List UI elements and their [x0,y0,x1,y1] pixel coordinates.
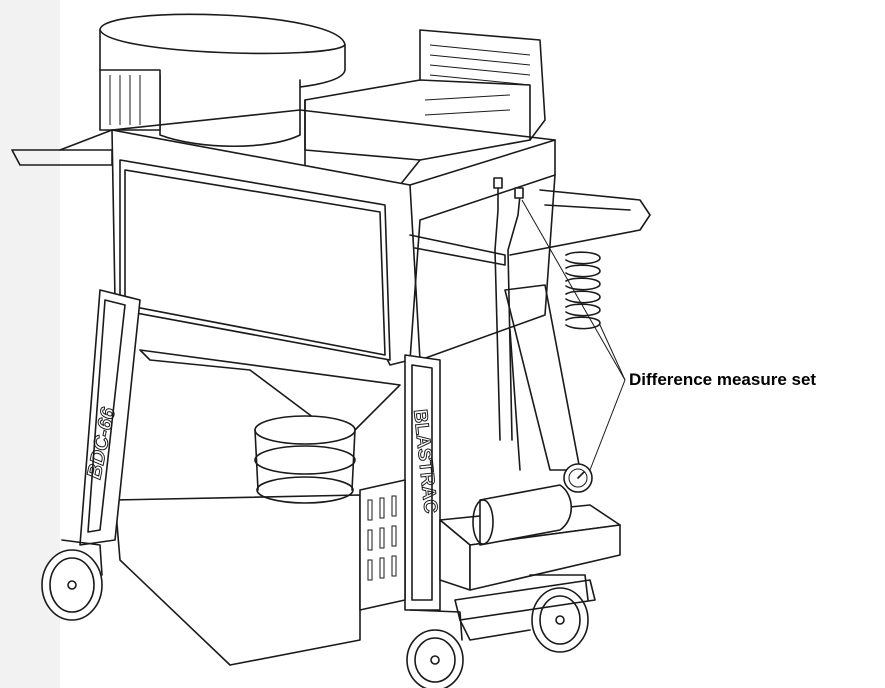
motor-tray [439,484,621,591]
main-body [111,109,556,366]
wheel-rear-right [529,574,589,653]
caster-wheels [41,539,589,688]
callout-label: Difference measure set [629,370,817,389]
bottom-frame [454,579,596,641]
callout-leaders [521,199,626,471]
right-leg [359,354,441,611]
top-filter-housing [99,13,346,147]
hopper [114,349,401,666]
left-leg [79,289,141,546]
wheel-front-left [41,539,103,621]
wheel-front-right [406,609,464,688]
handlebars [11,129,651,266]
difference-measure-set [493,177,601,493]
